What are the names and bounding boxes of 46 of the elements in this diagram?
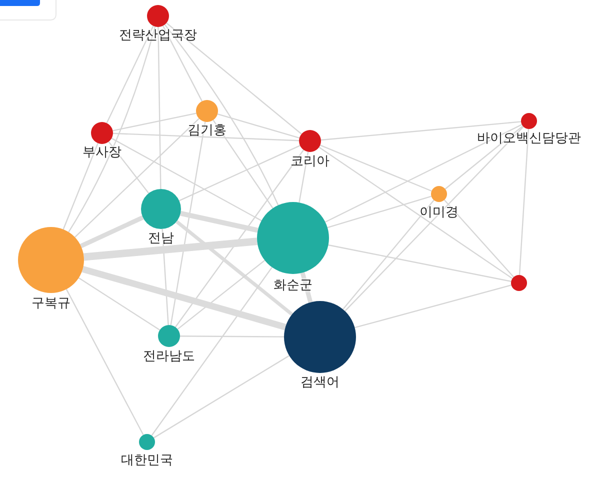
connector-line [112, 132, 300, 142]
connector-line [320, 144, 432, 192]
node-label: 화순군 [274, 278, 312, 293]
connector-line [153, 355, 290, 438]
connector-line [444, 126, 524, 190]
connector-line [444, 200, 514, 278]
connector-line [320, 121, 522, 141]
connector-line [106, 26, 154, 124]
node-label: 전라남도 [143, 349, 195, 364]
connector-line [212, 120, 274, 209]
connector-line [84, 238, 258, 261]
connector-line [111, 138, 262, 222]
connector-line [217, 114, 300, 138]
connector-line [178, 145, 300, 202]
connector-line [82, 266, 286, 330]
connector-line [318, 146, 513, 279]
connector-line [176, 220, 294, 316]
connector-line [162, 26, 203, 102]
connector-line [327, 196, 432, 228]
connector-line [180, 210, 258, 233]
connector-line [180, 336, 284, 338]
node-label: 전남 [148, 231, 174, 246]
node-label: 바이오백신담당관 [477, 131, 581, 146]
connector-line [158, 27, 162, 189]
connector-line [80, 215, 144, 248]
node-label: 대한민국 [121, 453, 173, 468]
connector-line [518, 128, 530, 276]
node-label: 김기홍 [188, 123, 226, 138]
node-label: 이미경 [420, 205, 458, 220]
connector-line [112, 112, 196, 132]
node-label: 구복규 [32, 296, 70, 311]
connector-line [354, 284, 512, 328]
connector-line [342, 200, 434, 310]
connector-line [66, 288, 144, 436]
connector-line [108, 141, 150, 194]
connector-line [328, 244, 512, 282]
node-label: 전략산업국장 [119, 28, 197, 43]
connector-line [177, 260, 266, 330]
node-label: 검색어 [300, 375, 340, 390]
connector-line [74, 118, 200, 238]
node-label: 부사장 [82, 145, 122, 160]
node-label: 코리아 [290, 154, 330, 169]
connector-line [164, 24, 279, 206]
connector-line [151, 266, 272, 436]
connector-line [62, 142, 98, 230]
connector-line [78, 277, 160, 330]
